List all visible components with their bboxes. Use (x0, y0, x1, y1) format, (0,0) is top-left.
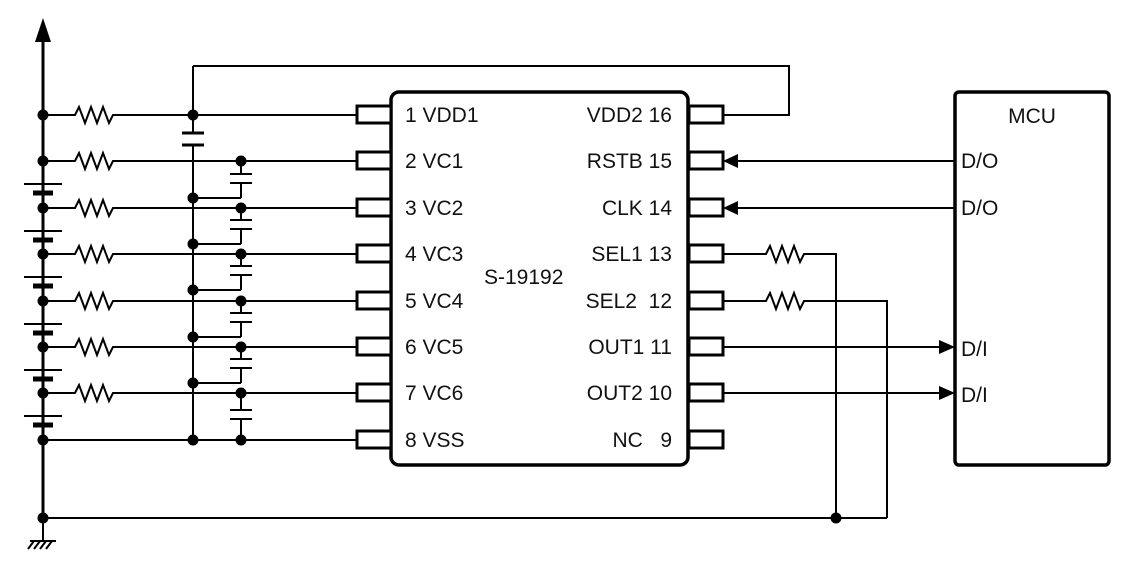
pin-label-rstb: RSTB 15 (587, 150, 672, 173)
battery-stack (24, 183, 62, 428)
pin-label-vc5: 6 VC5 (405, 336, 463, 359)
pin-label-vss: 8 VSS (405, 429, 465, 452)
pin-label-out2: OUT2 10 (587, 382, 672, 405)
supply-arrow (35, 18, 51, 42)
pin-label-nc: NC 9 (612, 429, 672, 452)
left-pin-pads (355, 104, 393, 450)
mcu-port-di-1: D/I (961, 338, 988, 361)
pin-label-out1: OUT1 11 (588, 336, 672, 359)
right-pin-labels: VDD2 16 RSTB 15 CLK 14 SEL1 13 SEL2 12 O… (586, 104, 673, 452)
left-pin-labels: 1 VDD1 2 VC1 3 VC2 4 VC3 5 VC4 6 VC5 7 V… (405, 104, 479, 452)
ground-icon (27, 540, 53, 550)
right-pin-pads (687, 104, 725, 450)
mcu-port-do-2: D/O (961, 197, 998, 220)
pin-label-vc2: 3 VC2 (405, 197, 463, 220)
cell-capacitors (193, 161, 252, 440)
mcu-port-di-2: D/I (961, 384, 988, 407)
clk-arrow (723, 201, 738, 215)
mcu-port-do-1: D/O (961, 150, 998, 173)
mcu-block: MCU D/O D/O D/I D/I (953, 90, 1111, 467)
pin-label-vdd1: 1 VDD1 (405, 104, 479, 127)
control-wires (723, 154, 955, 215)
input-resistors (43, 104, 356, 441)
chip-name: S-19192 (484, 266, 563, 289)
ground-rail (30, 517, 887, 542)
pin-label-vc1: 2 VC1 (405, 150, 463, 173)
mcu-title: MCU (1008, 105, 1056, 128)
chip-s19192: S-19192 (389, 90, 690, 467)
out1-arrow (939, 340, 955, 354)
pin-label-vc6: 7 VC6 (405, 382, 463, 405)
out2-arrow (939, 386, 955, 400)
pin-label-sel1: SEL1 13 (591, 243, 672, 266)
pin-label-vc4: 5 VC4 (405, 290, 464, 313)
pin-label-vc3: 4 VC3 (405, 243, 463, 266)
select-resistors (724, 243, 888, 518)
rstb-arrow (723, 154, 738, 168)
pin-label-vdd2: VDD2 16 (587, 104, 672, 127)
pin-label-sel2: SEL2 12 (586, 290, 672, 313)
pin-label-clk: CLK 14 (602, 197, 672, 220)
output-wires (724, 340, 955, 400)
